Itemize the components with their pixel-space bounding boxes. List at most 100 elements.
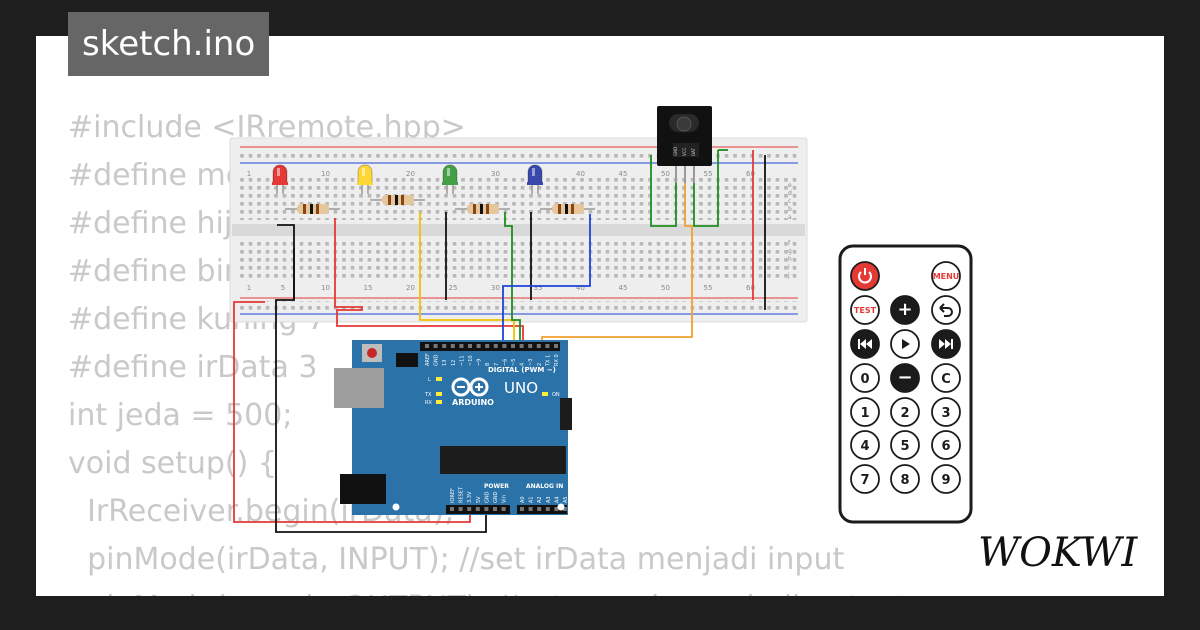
power-icon (858, 268, 872, 284)
code-line: pinMode(merah, OUTPUT); //set merah menj… (68, 584, 909, 596)
remote-button-menu[interactable]: MENU (931, 261, 961, 291)
remote-button-minus[interactable]: − (890, 363, 920, 393)
breadboard-row-letter: h (788, 256, 792, 263)
code-line: pinMode(irData, INPUT); //set irData men… (68, 542, 845, 577)
breadboard-column-number: 60 (746, 170, 755, 178)
arduino-pin-label: A1 (529, 496, 535, 503)
arduino-pin-label: A5 (563, 496, 569, 503)
wire-yellow-d7 (419, 212, 515, 348)
breadboard-column-number: 20 (406, 284, 415, 292)
led-green (442, 164, 458, 194)
remote-button-1[interactable]: 1 (850, 397, 880, 427)
breadboard-column-number: 5 (281, 284, 285, 292)
remote-button-play[interactable] (890, 329, 920, 359)
arduino-pin-label: RX 0 (554, 354, 560, 366)
wire-black-gnd (275, 224, 487, 533)
arduino-pin-label: RESET (459, 486, 465, 503)
resistor-group (285, 195, 595, 214)
arduino-pin-label: ~6 (502, 359, 508, 366)
wire-orange-d3 (541, 180, 693, 348)
remote-button-label: C (941, 372, 951, 387)
remote-button-4[interactable]: 4 (850, 430, 880, 460)
wires (233, 149, 766, 533)
remote-button-0[interactable]: 0 (850, 363, 880, 393)
remote-button-test[interactable]: TEST (850, 295, 880, 325)
ir-pin-label: VCC (682, 147, 687, 156)
arduino-pin-label: ~3 (528, 359, 534, 366)
arduino-pin-label: ~10 (468, 355, 474, 366)
arduino-pin-label: 4 (520, 363, 526, 366)
remote-button-6[interactable]: 6 (931, 430, 961, 460)
breadboard-column-number: 45 (619, 170, 628, 178)
led-blue (527, 164, 543, 194)
remote-button-back[interactable] (931, 295, 961, 325)
remote-button-label: + (897, 299, 912, 320)
led-tx-label: TX (424, 392, 432, 398)
breadboard-row-letter: j (787, 272, 790, 279)
breadboard-row-letter: i (788, 264, 790, 271)
led-yellow (357, 164, 373, 194)
digital-header (420, 342, 560, 351)
breadboard-column-number: 20 (406, 170, 415, 178)
analog-header-label: ANALOG IN (526, 483, 563, 490)
remote-button-8[interactable]: 8 (890, 464, 920, 494)
breadboard-column-number: 60 (746, 284, 755, 292)
arduino-pin-label: TX 1 (545, 355, 551, 367)
breadboard-column-number: 50 (661, 170, 670, 178)
remote-button-power[interactable] (850, 261, 880, 291)
remote-button-prev[interactable] (850, 329, 880, 359)
breadboard-column-number: 40 (576, 170, 585, 178)
arduino-pin-label: ~9 (477, 359, 483, 366)
remote-button-label: 2 (900, 406, 909, 421)
resistor-4 (540, 204, 595, 214)
remote-button-c[interactable]: C (931, 363, 961, 393)
arduino-pin-label: A4 (554, 496, 560, 503)
breadboard-row-letter: f (788, 240, 791, 247)
power-header-label: POWER (484, 483, 509, 490)
arduino-brand-label: ARDUINO (452, 398, 494, 407)
arduino-pin-label: A0 (520, 496, 526, 503)
breadboard-row-letter: a (788, 214, 792, 221)
remote-button-label: 8 (900, 473, 909, 488)
wire-green-ir-gnd (650, 155, 677, 227)
back-arrow-icon (939, 303, 953, 317)
remote-button-9[interactable]: 9 (931, 464, 961, 494)
ir-sensor-dome (676, 116, 692, 132)
remote-button-plus[interactable]: + (890, 295, 920, 325)
remote-button-5[interactable]: 5 (890, 430, 920, 460)
breadboard-column-number: 1 (247, 284, 251, 292)
led-red (272, 164, 288, 194)
breadboard-column-number: 55 (704, 170, 713, 178)
arduino-pin-label: GND (434, 354, 440, 366)
wire-red-d4 (334, 218, 524, 348)
breadboard-column-number: 10 (321, 284, 330, 292)
remote-button-next[interactable] (931, 329, 961, 359)
next-icon (939, 339, 953, 349)
arduino-pin-label: IOREF (450, 488, 456, 503)
arduino-pin-label: AREF (425, 353, 431, 366)
arduino-pin-label: 13 (442, 360, 448, 366)
analog-header (517, 505, 567, 514)
arduino-pin-label: 8 (485, 363, 491, 366)
remote-button-2[interactable]: 2 (890, 397, 920, 427)
breadboard-column-number: 1 (247, 170, 251, 178)
breadboard-row-letter: d (788, 190, 792, 197)
resistor-2 (370, 195, 425, 205)
remote-button-label: MENU (933, 272, 960, 281)
arduino-pin-label: 7 (494, 363, 500, 366)
arduino-pin-label: 12 (451, 360, 457, 366)
remote-button-7[interactable]: 7 (850, 464, 880, 494)
breadboard-column-number: 15 (364, 284, 373, 292)
usb-port (334, 368, 384, 408)
remote-button-3[interactable]: 3 (931, 397, 961, 427)
resistor-1 (285, 204, 340, 214)
